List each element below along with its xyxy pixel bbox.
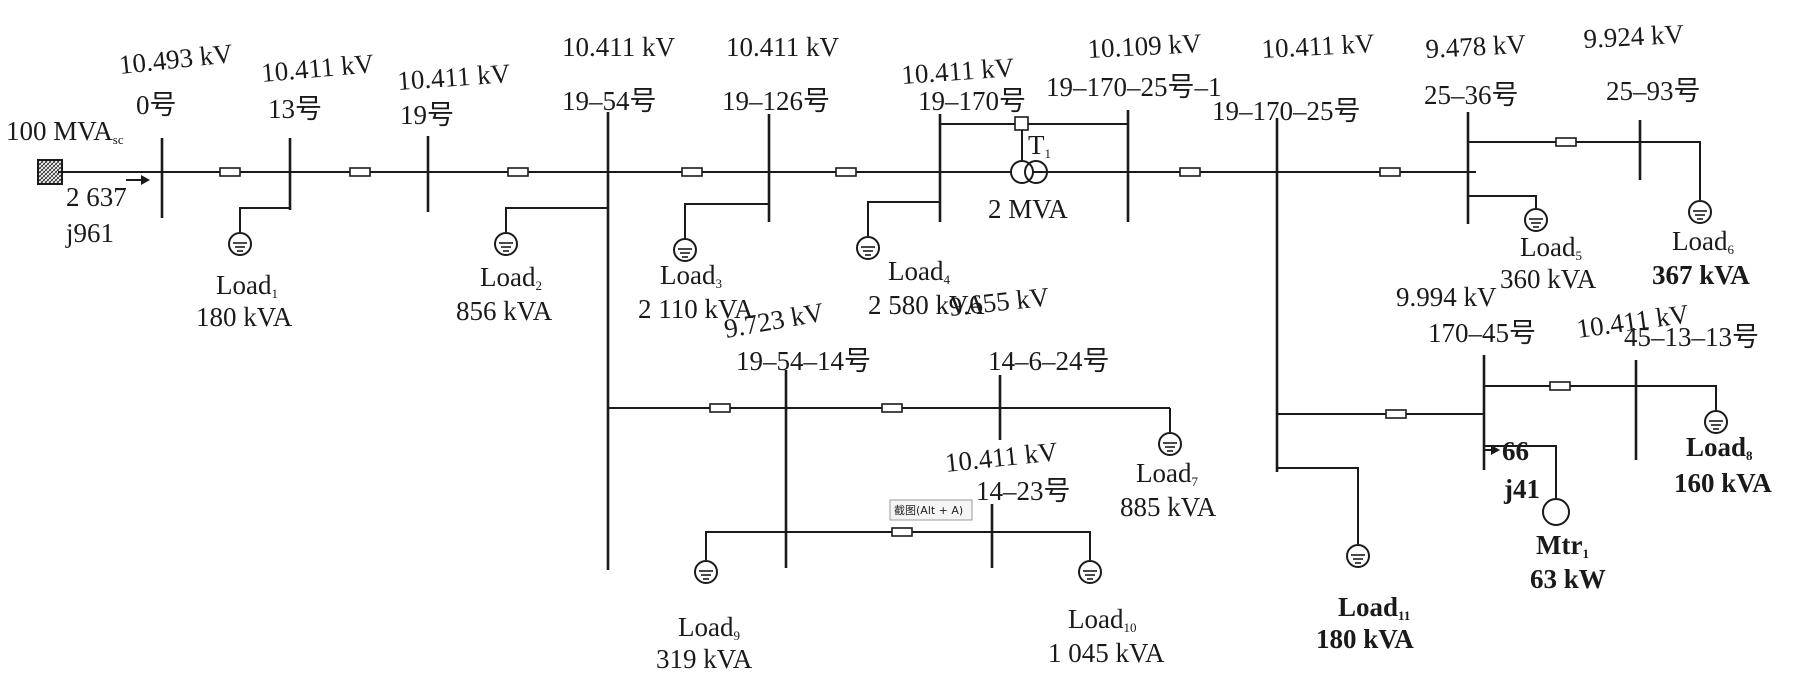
switch [835,167,857,177]
node-voltage: 9.994 kV [1396,282,1497,312]
node-labels: 10.493 kV 0号 10.411 kV 13号 10.411 kV 19号… [117,19,1759,506]
load-symbol [1524,208,1548,232]
load-name: Load7 [1136,458,1198,489]
load-rating: 180 kVA [1316,624,1414,654]
source-label: 100 MVAsc [6,116,124,147]
node-name: 19–54–14号 [736,346,871,376]
load-symbol [1688,200,1712,224]
switch [1014,116,1029,131]
load-symbol [1158,432,1182,456]
load-symbol [856,236,880,260]
switch [709,403,731,413]
load-rating: 2 580 kVA [868,290,985,320]
load-name: Load5 [1520,232,1582,263]
node-name: 19–126号 [722,86,830,116]
node-name: 25–36号 [1424,80,1519,110]
load-name: Load1 [216,270,278,301]
line-switches [219,116,1577,537]
switch [1555,137,1577,147]
load-rating: 856 kVA [456,296,553,326]
node-name: 19号 [400,100,454,130]
node-name: 14–6–24号 [988,346,1110,376]
node-voltage: 10.411 kV [726,32,839,62]
load-rating: 180 kVA [196,302,293,332]
switch [219,167,241,177]
node-voltage: 10.411 kV [396,58,511,96]
load-rating: 319 kVA [656,644,753,674]
switch [349,167,371,177]
node-name: 19–170–25号–1 [1046,72,1222,102]
node-voltage: 10.411 kV [1261,28,1376,64]
switch [1549,381,1571,391]
node-voltage: 10.493 kV [117,38,234,80]
node-voltage: 10.411 kV [900,52,1015,90]
load-name: Load4 [888,256,950,287]
screenshot-tooltip: 截图(Alt + A) [889,499,973,521]
node-name: 19–170号 [918,86,1026,116]
node-voltage: 10.411 kV [562,32,675,62]
transformer-rating: 2 MVA [988,194,1068,224]
source-q: j961 [65,218,114,248]
load-symbol [494,232,518,256]
load-rating: 160 kVA [1674,468,1772,498]
load-symbol [673,238,697,262]
node-name: 19–54号 [562,86,657,116]
node-voltage: 9.478 kV [1425,29,1527,64]
load-name: Load3 [660,260,722,291]
switch [1379,167,1401,177]
load-rating: 885 kVA [1120,492,1217,522]
load-symbol [1078,560,1102,584]
transformer-t1 [1010,130,1048,184]
node-voltage: 10.411 kV [260,48,376,88]
node-name: 25–93号 [1606,76,1701,106]
node-voltage: 9.924 kV [1583,19,1685,54]
load-symbol [1346,544,1370,568]
node-name: 0号 [136,90,177,120]
node-name: 19–170–25号 [1212,96,1361,126]
node-name: 170–45号 [1428,318,1536,348]
source-p: 2 637 [66,182,127,212]
load-name: Load9 [678,612,740,643]
load-name: Load10 [1068,604,1136,635]
power-flow-arrow [1484,445,1500,455]
load-rating: 2 110 kVA [638,294,754,324]
motor-name: Mtr1 [1536,530,1589,561]
load-name: Load2 [480,262,542,293]
source-symbol [37,159,63,185]
load-symbol [228,232,252,256]
motor-p: 66 [1502,436,1529,466]
load-symbol [694,560,718,584]
switch [1179,167,1201,177]
node-voltage: 10.109 kV [1087,28,1203,64]
tooltip-text: 截图(Alt + A) [894,503,963,517]
load-name: Load8 [1686,432,1753,463]
switch [891,527,913,537]
load-name: Load11 [1338,592,1410,623]
feeder-wiring [58,110,1717,570]
load-rating: 367 kVA [1652,260,1750,290]
switch [1385,409,1407,419]
switch [681,167,703,177]
power-flow-arrow [126,175,150,185]
switch [507,167,529,177]
transformer-label: T1 [1028,130,1051,161]
load-rating: 360 kVA [1500,264,1597,294]
load-rating: 1 045 kVA [1048,638,1165,668]
node-name: 14–23号 [976,476,1071,506]
node-name: 13号 [268,94,322,124]
load-symbol [1704,410,1728,434]
node-voltage: 10.411 kV [943,436,1059,478]
motor-rating: 63 kW [1530,564,1606,594]
motor-q: j41 [1503,474,1540,504]
switch [881,403,903,413]
node-name: 45–13–13号 [1624,322,1759,352]
load-name: Load6 [1672,226,1734,257]
motor-symbol [1542,498,1570,526]
